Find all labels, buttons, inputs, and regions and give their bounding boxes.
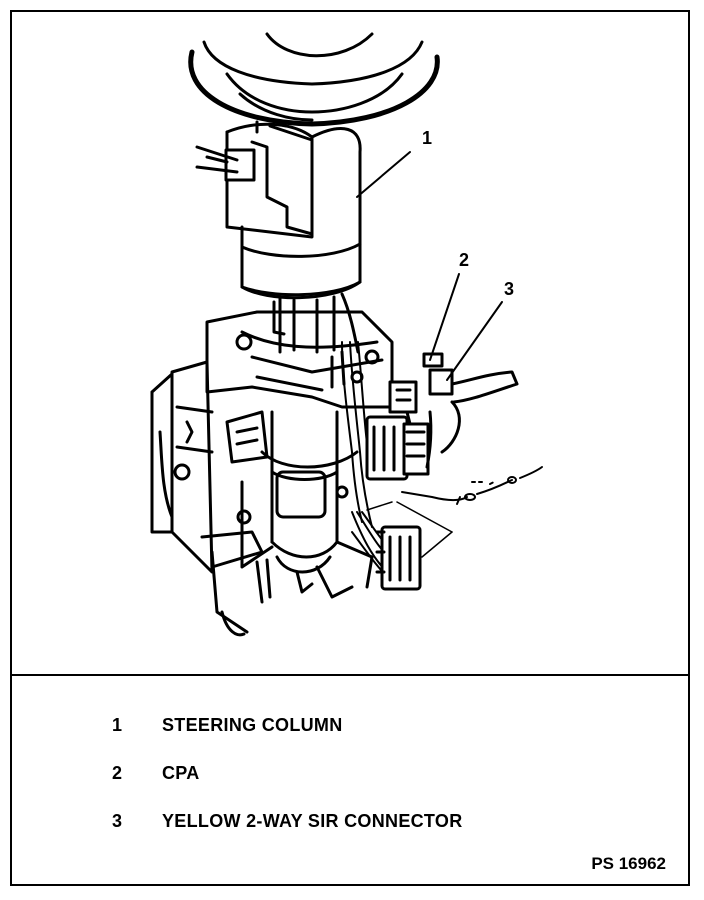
legend-divider [12, 674, 688, 676]
mounting-bracket [205, 310, 394, 409]
leader-line-3 [446, 301, 503, 381]
steering-wheel [188, 32, 440, 127]
callout-number-2: 2 [459, 250, 469, 270]
legend-item-label: CPA [162, 762, 200, 783]
legend-item-label: YELLOW 2-WAY SIR CONNECTOR [162, 810, 463, 831]
column-lower-tube [240, 410, 374, 594]
ground-strap [401, 466, 543, 505]
leader-lines [356, 151, 503, 381]
leader-line-1 [356, 151, 411, 198]
callout-legend: 1 STEERING COLUMN 2 CPA 3 YELLOW 2-WAY S… [12, 676, 688, 884]
callout-number-1: 1 [422, 128, 432, 148]
legend-item-label: STEERING COLUMN [162, 714, 343, 735]
leader-line-2 [429, 273, 460, 361]
legend-item-number: 3 [112, 810, 123, 831]
legend-item-number: 1 [112, 714, 123, 735]
legend-item: 1 STEERING COLUMN [112, 712, 343, 738]
column-band [240, 225, 362, 300]
reference-lines [366, 501, 453, 558]
illustration-svg: 1 2 3 [150, 32, 543, 637]
legend-item: 2 CPA [112, 760, 200, 786]
column-shaft [272, 292, 360, 354]
column-upper-shroud [195, 120, 362, 239]
figure-id: PS 16962 [591, 854, 666, 873]
legend-item: 3 YELLOW 2-WAY SIR CONNECTOR [112, 808, 463, 834]
lower-linkages [200, 410, 354, 637]
left-mounting-plate [150, 360, 214, 574]
steering-column-illustration: 1 2 3 [12, 12, 688, 674]
callout-number-3: 3 [504, 279, 514, 299]
legend-item-number: 2 [112, 762, 123, 783]
harness-connector-upper [365, 415, 430, 481]
sir-connector-assembly [388, 352, 519, 469]
harness-connector-lower [375, 525, 422, 591]
cpa-clip [422, 352, 444, 368]
diagram-frame: 1 2 3 1 STEERING COLUMN 2 CPA 3 YELLOW 2… [10, 10, 690, 886]
